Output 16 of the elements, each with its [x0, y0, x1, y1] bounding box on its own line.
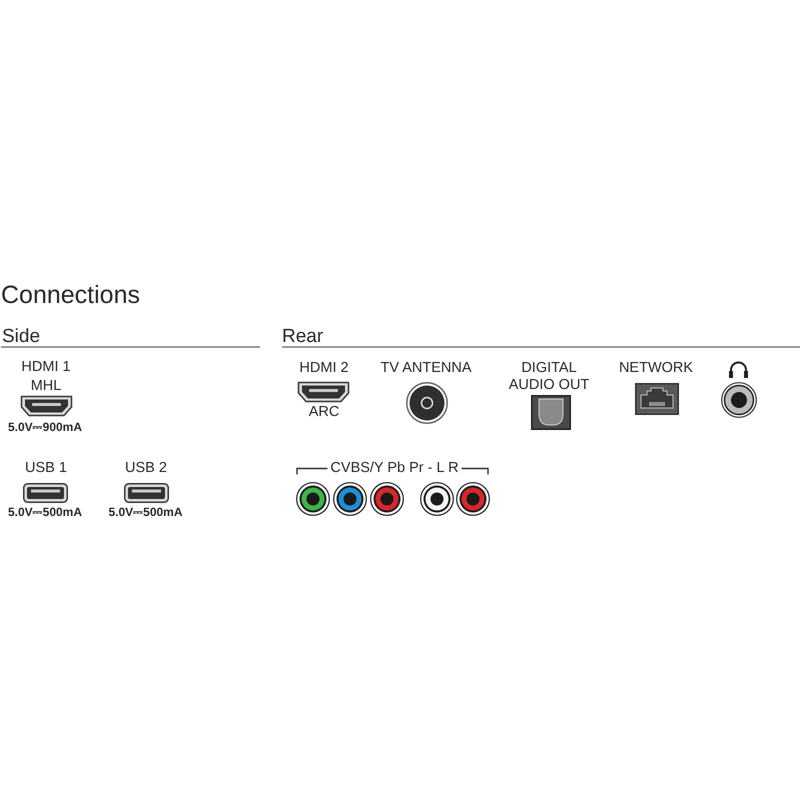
- section-heading: Side: [2, 326, 40, 349]
- port-label: USB 2: [125, 460, 167, 478]
- port-label: TV ANTENNA: [380, 360, 472, 378]
- port-label: ARC: [308, 404, 340, 422]
- port-label: MHL: [30, 378, 62, 396]
- page-title: Connections: [1, 280, 140, 310]
- power-rating: 5.0V⎓500mA: [8, 505, 82, 520]
- port-label: NETWORK: [618, 360, 694, 378]
- port-label: DIGITAL AUDIO OUT: [508, 360, 590, 394]
- section-heading: Rear: [282, 326, 324, 349]
- port-label: HDMI 2: [299, 360, 349, 377]
- power-rating: 5.0V⎓500mA: [108, 505, 183, 520]
- power-rating: 5.0V⎓900mA: [8, 420, 82, 434]
- port-label: USB 1: [25, 460, 67, 478]
- port-label: HDMI 1: [21, 359, 71, 376]
- port-group-label: CVBS/Y Pb Pr - L R: [330, 460, 459, 478]
